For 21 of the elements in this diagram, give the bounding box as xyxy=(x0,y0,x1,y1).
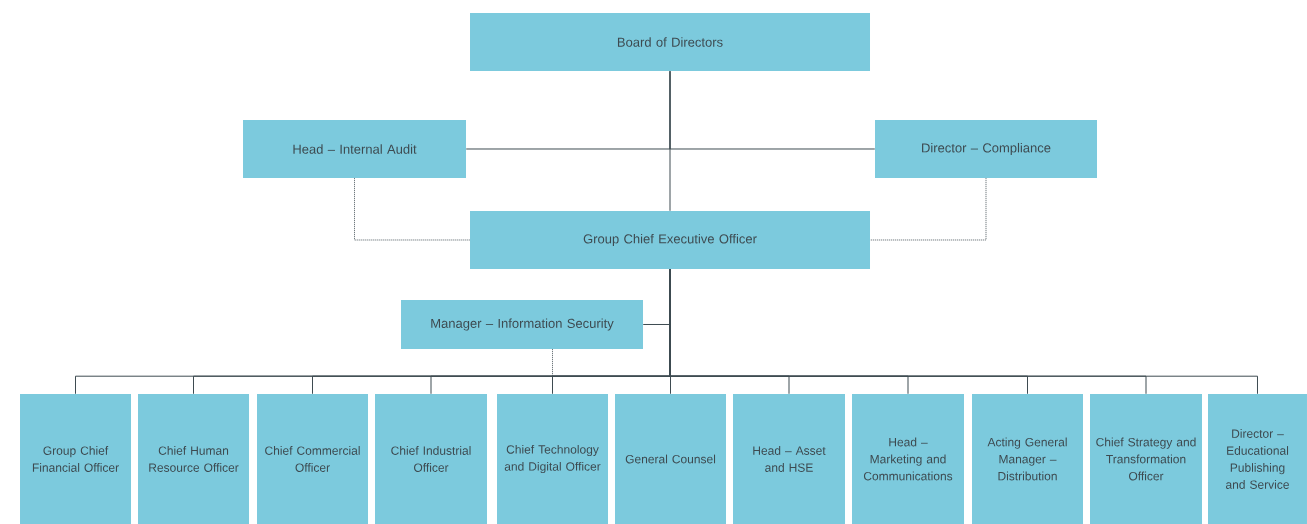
org-box: Director – Educational Publishing and Service xyxy=(1208,394,1307,524)
org-box: Group Chief Financial Officer xyxy=(20,394,131,524)
org-box: General Counsel xyxy=(615,394,726,524)
org-box: Head – Internal Audit xyxy=(243,120,466,178)
org-box: Director – Compliance xyxy=(875,120,1097,178)
connector-line xyxy=(354,177,471,241)
org-box: Chief Technology and Digital Officer xyxy=(497,394,608,524)
connector-line xyxy=(669,268,1258,395)
org-box: Acting General Manager – Distribution xyxy=(972,394,1083,524)
org-box: Chief Commercial Officer xyxy=(257,394,368,524)
org-box: Chief Strategy and Transformation Officer xyxy=(1090,394,1202,524)
connector-line xyxy=(552,348,553,377)
org-box: Chief Industrial Officer xyxy=(375,394,487,524)
org-box: Board of Directors xyxy=(470,13,870,71)
connector-line xyxy=(869,177,987,241)
org-box: Head – Marketing and Communications xyxy=(852,394,964,524)
org-box: Group Chief Executive Officer xyxy=(470,211,870,269)
org-box: Head – Asset and HSE xyxy=(733,394,845,524)
org-box: Manager – Information Security xyxy=(401,300,643,349)
org-box: Chief Human Resource Officer xyxy=(138,394,249,524)
connector-line xyxy=(669,70,876,150)
